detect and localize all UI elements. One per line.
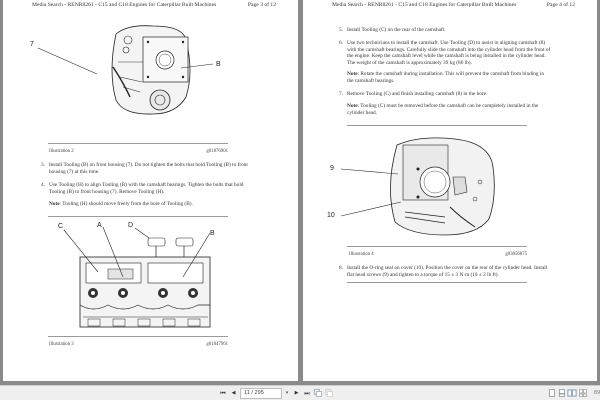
step-number: 4. — [41, 182, 45, 188]
page-4: Media Search - RENR8261 - C15 and C18 En… — [303, 0, 597, 381]
two-page-continuous-icon[interactable] — [579, 389, 587, 397]
note-1: Note: Rotate the camshaft during install… — [347, 71, 544, 84]
step-number: 3. — [41, 162, 45, 168]
step-text-line: Tooling (B) to front housing (7). Remove… — [49, 188, 165, 195]
step-text-line: housing (7) at this time. — [49, 168, 100, 175]
callout-10: 10 — [327, 212, 335, 219]
step-text-line: Install the O-ring seal on cover (10). P… — [347, 265, 548, 271]
figure-divider — [347, 246, 527, 247]
callout-b: B — [216, 61, 221, 68]
step-text-line: The weight of the camshaft is approximat… — [347, 59, 472, 66]
figure-divider — [48, 336, 228, 337]
note-line: Note: Rotate the camshaft during install… — [347, 71, 544, 78]
note-text: the camshaft bearings. — [347, 77, 395, 84]
illustration-2-graphic-id: g01876901 — [206, 149, 228, 154]
note-label: Note — [347, 71, 358, 77]
figure-divider — [48, 216, 228, 217]
step-text: Use Tooling (H) to align Tooling (B) wit… — [49, 182, 284, 195]
step-text: Remove Tooling (C) and finish installing… — [347, 91, 487, 98]
illustration-3-leader-lines — [63, 226, 211, 278]
next-page-button[interactable]: ▶ — [294, 390, 299, 396]
header-title: Media Search - RENR8261 - C15 and C18 En… — [332, 2, 517, 8]
callout-9: 9 — [330, 165, 334, 172]
figure-divider — [48, 143, 228, 144]
note-line: Note: Tooling (C) must be removed before… — [347, 103, 538, 110]
page-header: Media Search - RENR8261 - C15 and C18 En… — [329, 2, 579, 12]
page-number-label: Page 4 of 12 — [546, 2, 575, 8]
illustration-3-figure — [78, 255, 213, 330]
step-text-line: flat head screws (9) and tighten to a to… — [347, 271, 499, 278]
step-text: Install Tooling (B) on front housing (7)… — [49, 162, 284, 175]
continuous-view-icon[interactable] — [558, 389, 566, 397]
navigation-toolbar: ⏮ ◀ 11 / 295 ▾ ▶ ⏭ 89 — [0, 385, 600, 400]
illustration-2-figure — [98, 22, 198, 117]
illustration-3-graphic-id: g01847961 — [206, 342, 228, 347]
illustration-4-leader-lines — [340, 168, 402, 217]
step-text-line: Use Tooling (H) to align Tooling (B) wit… — [49, 182, 244, 188]
note-label: Note — [347, 103, 358, 109]
illustration-4-caption: Illustration 4 — [349, 252, 374, 257]
callout-d: D — [128, 222, 134, 229]
note-text: : Tooling (C) must be removed before the… — [357, 103, 539, 109]
document-viewport[interactable]: Media Search - RENR8261 - C15 and C18 En… — [0, 0, 600, 385]
step-text-line: Install Tooling (B) on front housing (7)… — [49, 162, 248, 168]
engine-front-housing-drawing — [111, 25, 191, 115]
step-text-line: the engine. Keep the camshaft level whil… — [347, 53, 546, 60]
illustration-3-caption: Illustration 3 — [49, 342, 74, 347]
figure-divider — [347, 125, 527, 126]
illustration-2-caption: Illustration 2 — [49, 149, 74, 154]
step-number: 6. — [339, 40, 343, 46]
figure-divider — [347, 282, 527, 283]
page-dropdown-chevron-icon[interactable]: ▾ — [285, 391, 289, 396]
note-2: Note: Tooling (C) must be removed before… — [347, 103, 538, 116]
alignment-tool-icon — [147, 237, 194, 257]
note-label: Note — [49, 201, 60, 207]
callout-a: A — [97, 222, 102, 229]
page-number-input[interactable]: 11 / 295 — [240, 388, 282, 399]
note-text: : Rotate the camshaft during installatio… — [357, 71, 545, 77]
copy-page-icon[interactable] — [314, 389, 322, 397]
page-3: Media Search - RENR8261 - C15 and C18 En… — [3, 0, 298, 381]
step-number: 5. — [339, 27, 343, 33]
note-text: : Tooling (H) should move freely from th… — [59, 201, 193, 207]
illustration-4-graphic-id: g03056875 — [505, 252, 527, 257]
zoom-level[interactable]: 89 — [593, 390, 600, 396]
step-number: 8. — [339, 265, 343, 271]
step-text-line: Remove Tooling (C) and finish installing… — [347, 91, 488, 97]
page-number-label: Page 3 of 12 — [247, 2, 276, 8]
step-text-line: with the camshaft bearings. Carefully sl… — [347, 46, 551, 53]
paste-page-icon[interactable] — [325, 389, 333, 397]
note-text: cylinder head. — [347, 109, 378, 116]
cylinder-head-rear-cover-drawing — [390, 137, 495, 236]
step-text: Use two technicians to install the camsh… — [347, 40, 550, 66]
illustration-4-figure — [385, 137, 497, 237]
callout-7: 7 — [30, 41, 34, 48]
step-text: Install the O-ring seal on cover (10). P… — [347, 265, 547, 278]
note: Note: Tooling (H) should move freely fro… — [49, 201, 193, 208]
step-number: 7. — [339, 91, 343, 97]
step-text-line: Use two technicians to install the camsh… — [347, 40, 546, 46]
step-text: Install Tooling (C) on the rear of the c… — [347, 27, 446, 34]
callout-c: C — [58, 223, 64, 230]
two-page-view-icon[interactable] — [567, 389, 577, 397]
illustration-2-leader-lines — [37, 47, 214, 75]
callout-b: B — [210, 230, 215, 237]
tooling-d-drawing — [146, 237, 206, 257]
header-title: Media Search - RENR8261 - C15 and C18 En… — [32, 2, 217, 8]
single-page-view-icon[interactable] — [548, 389, 556, 397]
first-page-button[interactable]: ⏮ — [220, 390, 226, 397]
last-page-button[interactable]: ⏭ — [304, 390, 310, 397]
cylinder-head-camshaft-drawing — [79, 256, 211, 328]
step-text-line: Install Tooling (C) on the rear of the c… — [347, 27, 446, 33]
page-header: Media Search - RENR8261 - C15 and C18 En… — [29, 2, 280, 12]
previous-page-button[interactable]: ◀ — [231, 390, 236, 396]
